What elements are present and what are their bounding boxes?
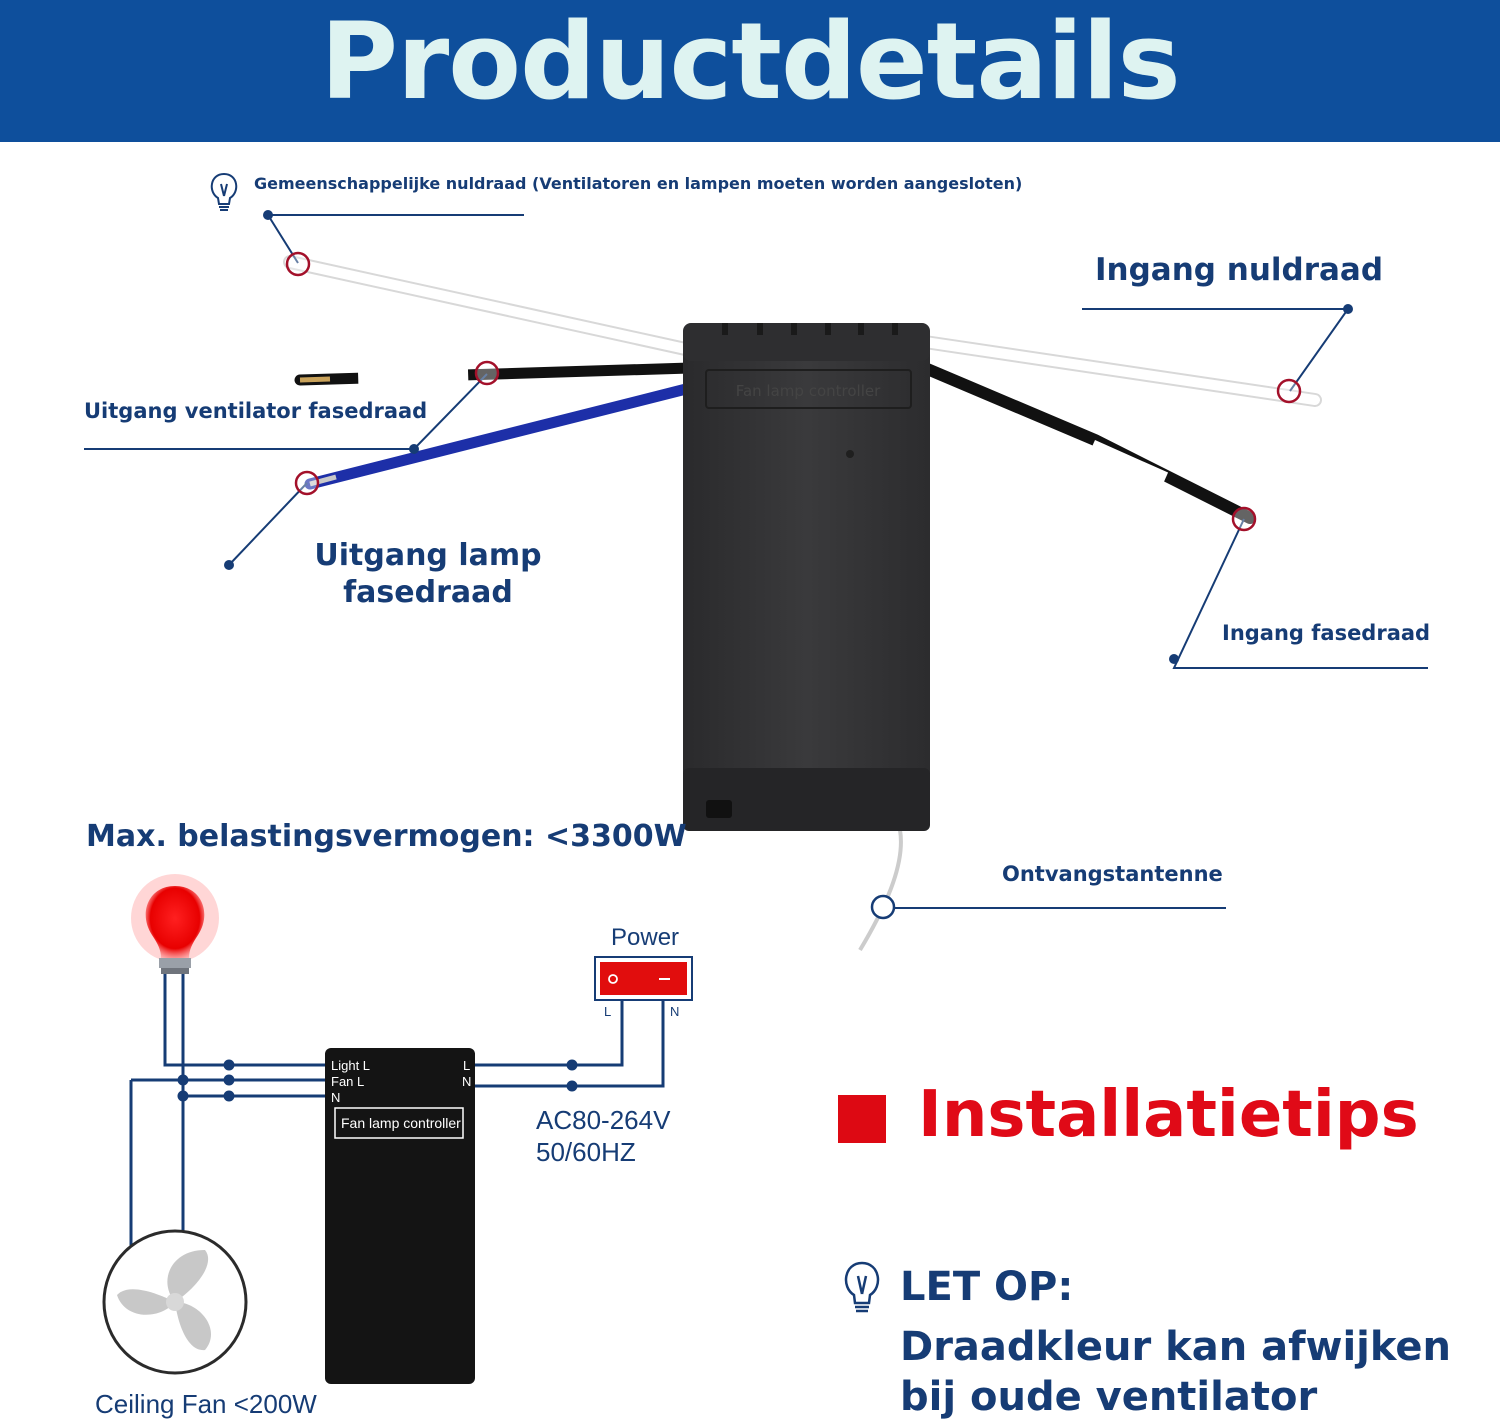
power-switch-icon <box>594 956 693 1001</box>
label-output-lamp-phase: Uitgang lamp fasedraad <box>300 537 556 611</box>
wire-input-phase <box>919 362 1256 524</box>
bulb-icon <box>844 1261 880 1313</box>
ac-rating-line1: AC80-264V <box>536 1105 671 1135</box>
ctrl-n-label: N <box>331 1090 341 1105</box>
ac-rating: AC80-264V 50/60HZ <box>536 1104 670 1168</box>
fan-label: Ceiling Fan <200W <box>95 1389 317 1419</box>
wire-fan-phase <box>294 362 696 386</box>
page-title: Productdetails <box>320 0 1180 123</box>
switch-l-label: L <box>604 1004 612 1019</box>
switch-n-label: N <box>670 1004 680 1019</box>
label-common-neutral: Gemeenschappelijke nuldraad (Ventilatore… <box>254 174 1023 193</box>
tips-title: Installatietips <box>918 1078 1419 1152</box>
label-input-phase: Ingang fasedraad <box>1222 621 1431 645</box>
ctrl-name-label: Fan lamp controller <box>341 1115 461 1131</box>
label-input-neutral: Ingang nuldraad <box>1095 252 1384 288</box>
callout-dots <box>224 210 1353 664</box>
ctrl-fan-l-label: Fan L <box>331 1074 365 1089</box>
antenna-ring <box>870 894 896 920</box>
note-heading: LET OP: <box>900 1264 1074 1310</box>
callout-rings <box>285 251 1302 532</box>
wire-common-neutral <box>283 255 697 357</box>
ctrl-right-l-label: L <box>463 1058 471 1073</box>
ctrl-right-n-label: N <box>462 1074 472 1089</box>
header-banner: Productdetails <box>0 0 1500 142</box>
antenna-wire <box>858 829 903 952</box>
note-line2: bij oude ventilator <box>900 1374 1318 1420</box>
schematic-wires <box>129 974 665 1262</box>
power-label: Power <box>611 924 680 951</box>
ceiling-fan-icon <box>102 1229 248 1375</box>
controller-device: Fan lamp controller <box>683 323 930 831</box>
schematic-controller <box>325 1048 475 1384</box>
schematic-junctions <box>177 1059 578 1102</box>
label-max-load: Max. belastingsvermogen: <3300W <box>86 819 687 854</box>
note-line1: Draadkleur kan afwijken <box>900 1324 1452 1370</box>
note-body: Draadkleur kan afwijken bij oude ventila… <box>900 1322 1451 1422</box>
tips-square-icon <box>838 1095 886 1143</box>
svg-text:Fan lamp controller: Fan lamp controller <box>736 382 881 400</box>
label-output-lamp-phase-line2: fasedraad <box>343 575 513 610</box>
label-output-lamp-phase-line1: Uitgang lamp <box>314 538 542 573</box>
wire-lamp-phase <box>304 382 696 490</box>
ac-rating-line2: 50/60HZ <box>536 1137 636 1167</box>
label-output-fan-phase: Uitgang ventilator fasedraad <box>84 399 428 423</box>
wire-input-neutral <box>918 335 1322 407</box>
lamp-icon <box>131 874 219 974</box>
ctrl-light-l-label: Light L <box>331 1058 371 1073</box>
bulb-icon <box>210 172 238 211</box>
label-antenna: Ontvangstantenne <box>1002 862 1223 886</box>
